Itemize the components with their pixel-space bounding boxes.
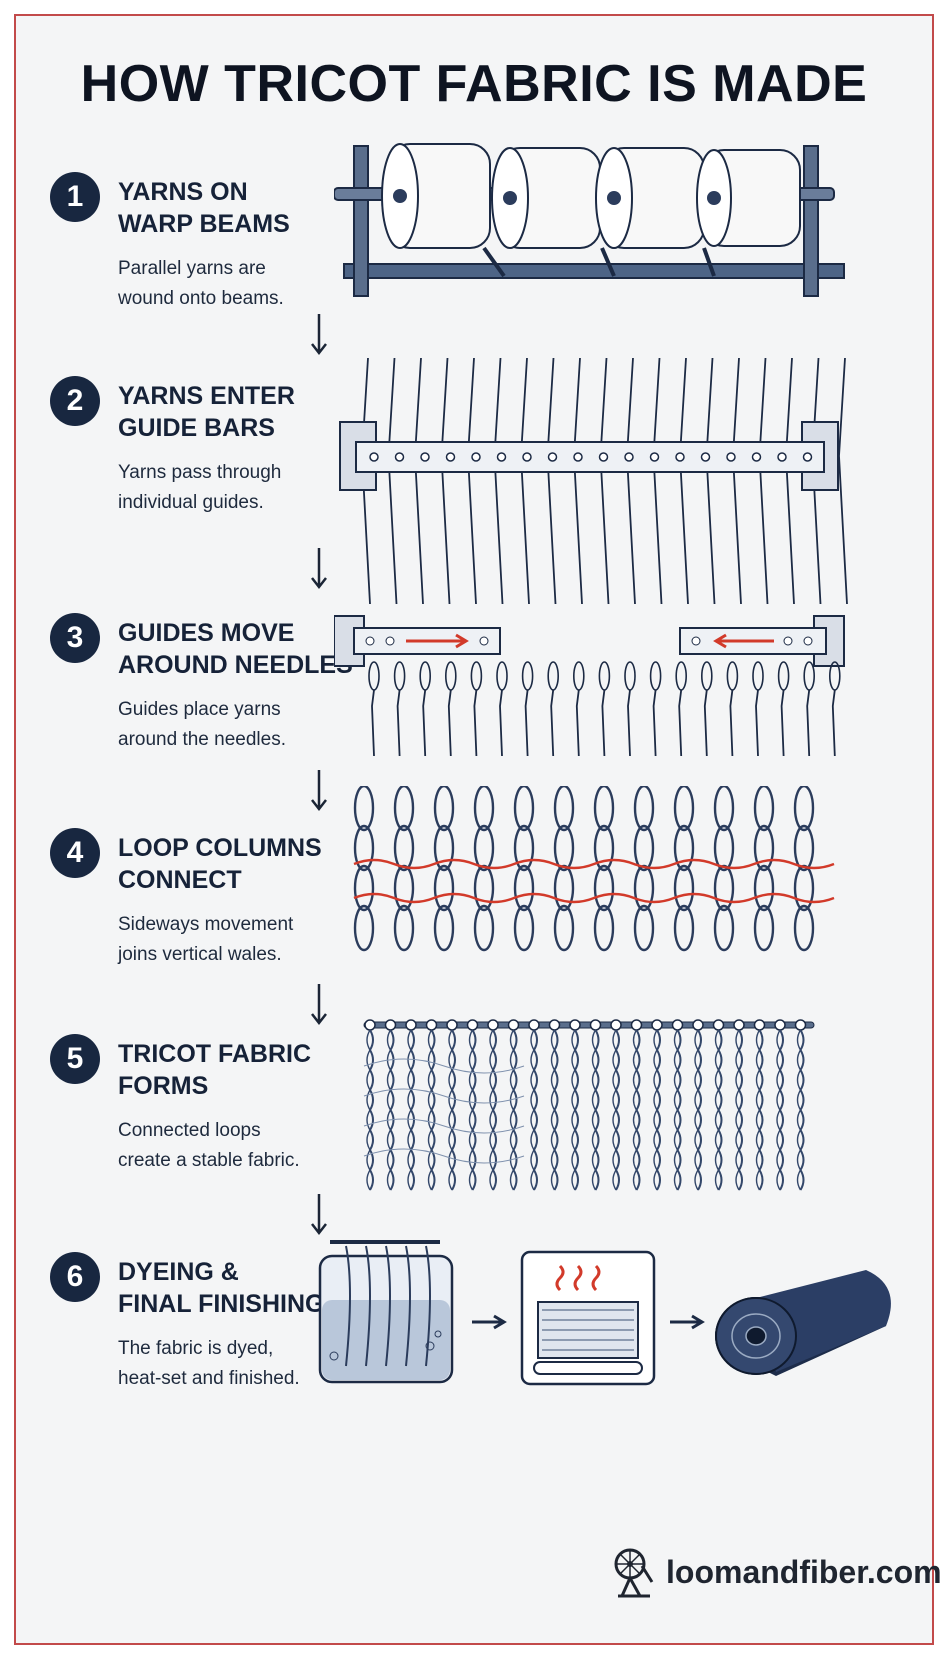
fabric-roll-icon: [715, 1270, 891, 1376]
loop-columns-illustration: [353, 786, 835, 952]
step-heading: DYEING & FINAL FINISHING: [118, 1258, 325, 1318]
warp-beams-illustration: [334, 143, 845, 297]
brand-name: loomandfiber.com: [666, 1554, 942, 1590]
heat-set-icon: [520, 1250, 656, 1386]
guides-needles-illustration: [334, 615, 845, 757]
infographic: HOW TRICOT FABRIC IS MADE 1 YARNS ON WAR…: [14, 14, 942, 1645]
down-arrow-icon: [311, 984, 327, 1026]
step-number-badge: 6: [50, 1252, 100, 1302]
step-description: Parallel yarns are wound onto beams.: [118, 258, 284, 309]
down-arrow-icon: [311, 1194, 327, 1236]
step-number-badge: 4: [50, 828, 100, 878]
step-heading: GUIDES MOVE AROUND NEEDLES: [118, 619, 353, 679]
step-heading: TRICOT FABRIC FORMS: [118, 1040, 312, 1100]
step-description: Connected loops create a stable fabric.: [118, 1120, 300, 1171]
step-number-badge: 3: [50, 613, 100, 663]
down-arrow-icon: [311, 314, 327, 356]
step-description: Guides place yarns around the needles.: [118, 699, 286, 750]
step-description: Yarns pass through individual guides.: [118, 462, 282, 513]
down-arrow-icon: [311, 548, 327, 590]
warp-beam-spools: [381, 143, 801, 249]
dyeing-finishing-illustration: [318, 1240, 891, 1386]
step-heading: YARNS ENTER GUIDE BARS: [118, 382, 295, 442]
brand-logo: loomandfiber.com: [612, 1544, 942, 1600]
dye-bath-icon: [318, 1240, 454, 1384]
step-heading: YARNS ON WARP BEAMS: [118, 178, 290, 238]
step-heading: LOOP COLUMNS CONNECT: [118, 834, 322, 894]
step-number-badge: 2: [50, 376, 100, 426]
spinning-wheel-icon: [614, 1548, 654, 1598]
step-description: Sideways movement joins vertical wales.: [118, 914, 294, 965]
step-description: The fabric is dyed, heat-set and finishe…: [118, 1338, 300, 1389]
tricot-fabric-illustration: [363, 1019, 815, 1191]
step-number-badge: 5: [50, 1034, 100, 1084]
guide-bar-illustration: [339, 357, 848, 605]
step-number-badge: 1: [50, 172, 100, 222]
down-arrow-icon: [311, 770, 327, 812]
page-title: HOW TRICOT FABRIC IS MADE: [80, 55, 868, 113]
